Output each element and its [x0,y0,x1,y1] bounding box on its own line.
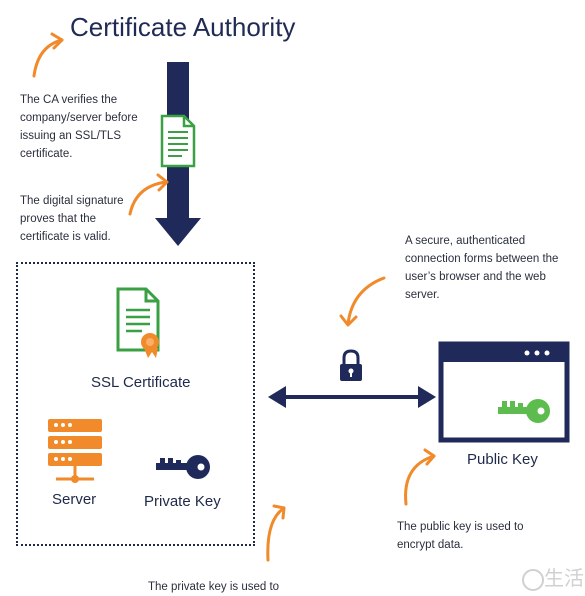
note-ca-verifies: The CA verifies the company/server befor… [20,94,138,160]
watermark-logo-icon [522,568,544,591]
public-key-icon [498,399,550,423]
server-group-box [16,262,255,546]
orange-arrow-public-key [404,448,436,506]
orange-arrow-private-key [266,504,286,562]
document-icon [160,114,196,168]
watermark: 生活 [522,562,584,591]
watermark-text: 生活 [544,566,584,590]
orange-arrow-signature [128,173,169,216]
label-ssl-certificate: SSL Certificate [91,374,191,391]
note-public-key: The public key is used to encrypt data. [397,521,524,551]
label-public-key: Public Key [467,451,538,468]
note-secure-connection: A secure, authenticated connection forms… [405,235,559,301]
orange-arrow-title [32,32,64,78]
note-digital-signature: The digital signature proves that the ce… [20,195,124,243]
label-private-key: Private Key [144,493,221,510]
browser-window-icon [438,341,570,443]
orange-arrow-connection [339,276,386,327]
connection-double-arrow [268,386,436,408]
ssl-certificate-icon [116,287,160,358]
lock-icon [340,349,362,381]
diagram-title: Certificate Authority [70,12,296,42]
label-server: Server [52,491,97,508]
server-icon [48,419,102,483]
private-key-icon [156,455,210,479]
